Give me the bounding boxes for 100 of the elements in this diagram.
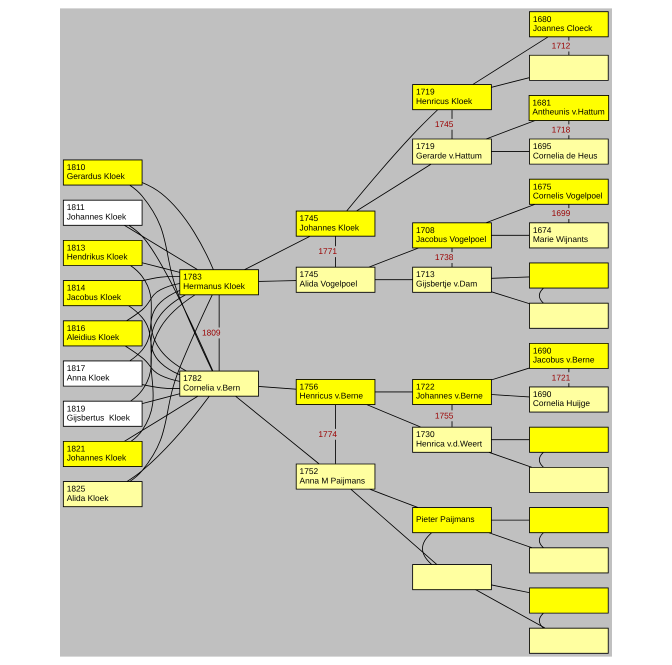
connector (488, 532, 532, 548)
node-box (529, 507, 609, 534)
connector (335, 404, 336, 464)
connector (142, 384, 180, 389)
connector (374, 279, 413, 280)
connector (346, 109, 438, 212)
connector (244, 236, 310, 270)
node-box: 1680 Joannes Cloeck (529, 11, 609, 38)
node-box: 1713 Gijsbertje v.Dam (412, 266, 492, 293)
connector (129, 290, 180, 362)
node-box: 1719 Gerarde v.Hattum (412, 138, 492, 165)
connector (491, 77, 530, 88)
connector (129, 184, 213, 372)
connector (126, 396, 210, 482)
connector (491, 291, 530, 304)
node-box: 1695 Cornelia de Heus (529, 138, 609, 165)
connector (491, 584, 530, 594)
connector (491, 520, 530, 521)
connector (472, 36, 548, 85)
connector (491, 394, 530, 398)
node-box: 1722 Johannes v.Berne (412, 378, 492, 405)
connector (422, 532, 432, 565)
node-box (529, 302, 609, 329)
connector (142, 182, 214, 270)
connector (142, 393, 180, 404)
connector (218, 294, 220, 372)
edge-label: 1699 (552, 208, 570, 218)
connector (258, 280, 297, 282)
connector (491, 234, 530, 236)
node-box (529, 466, 609, 493)
connector (369, 488, 418, 508)
node-box: 1756 Henricus v.Berne (296, 378, 376, 405)
connector (475, 589, 546, 628)
connector (568, 368, 570, 388)
node-box: 1816 Aleidius Kloek (62, 320, 142, 346)
node-box (529, 547, 609, 574)
connector (124, 346, 180, 382)
node-box: 1708 Jacobus Vogelpoel (412, 222, 492, 248)
node-box: 1674 Marie Wijnants (529, 222, 609, 248)
connector (491, 276, 530, 279)
edge-label: 1738 (434, 252, 454, 262)
node-box: 1817 Anna Kloek (62, 360, 142, 387)
connector (368, 248, 419, 268)
connector (350, 488, 438, 565)
node-box (529, 262, 609, 289)
connector (491, 151, 530, 152)
node-box: 1752 Anna M Paijmans (296, 464, 376, 490)
connector (142, 262, 180, 273)
node-box: 1745 Johannes Kloek (296, 210, 376, 237)
edge-label: 1774 (318, 428, 338, 439)
node-box: 1719 Henricus Kloek (412, 84, 492, 110)
node-box: Pieter Paijmans (412, 507, 492, 534)
connector (486, 120, 536, 140)
connector (235, 396, 320, 464)
connector (142, 276, 180, 282)
connector (258, 386, 297, 390)
node-box (529, 54, 609, 81)
node-box: 1825 Alida Kloek (62, 481, 142, 508)
connector (486, 204, 536, 224)
node-box (412, 564, 492, 590)
connector (366, 404, 421, 428)
connector (335, 236, 336, 268)
node-box: 1675 Cornelis Vogelpoel (529, 178, 609, 205)
edge-label: 1771 (318, 246, 338, 256)
node-box: 1745 Alida Vogelpoel (296, 266, 376, 293)
edge-label: 1712 (552, 40, 570, 51)
connector (130, 294, 213, 482)
node-box: 1813 Hendrikus Kloek (62, 240, 142, 266)
connector (538, 532, 544, 548)
connector (538, 452, 544, 468)
edge-label: 1809 (202, 327, 221, 338)
node-box (529, 588, 609, 614)
connector (124, 396, 198, 442)
node-box: 1730 Henrica v.d.Weert (412, 426, 492, 453)
connector (130, 294, 196, 442)
connector (124, 224, 198, 270)
connector (128, 225, 214, 372)
node-box (529, 426, 609, 453)
connector (488, 452, 532, 468)
connector (126, 283, 180, 322)
node-box (529, 628, 609, 654)
connector (356, 164, 432, 212)
connector (130, 265, 187, 372)
node-box: 1690 Jacobus v.Berne (529, 342, 609, 369)
node-box: 1681 Antheunis v.Hattum (528, 95, 610, 121)
connector (130, 294, 186, 402)
connector (491, 368, 530, 380)
node-box: 1690 Cornelia Huijge (529, 386, 609, 412)
node-box: 1783 Hermanus Kloek (179, 269, 259, 296)
connector (538, 288, 544, 304)
node-box: 1782 Cornelia v.Bern (179, 370, 259, 397)
edge-label: 1718 (552, 124, 570, 134)
node-box: 1810 Gerardus Kloek (62, 160, 142, 186)
node-box: 1819 Gijsbertus Kloek (62, 400, 142, 427)
node-box: 1821 Johannes Kloek (62, 440, 142, 467)
edge-label: 1755 (434, 410, 454, 420)
edge-label: 1721 (552, 372, 570, 382)
connector (491, 439, 530, 440)
edge-label: 1745 (434, 118, 454, 129)
node-box: 1814 Jacobus Kloek (62, 280, 142, 306)
